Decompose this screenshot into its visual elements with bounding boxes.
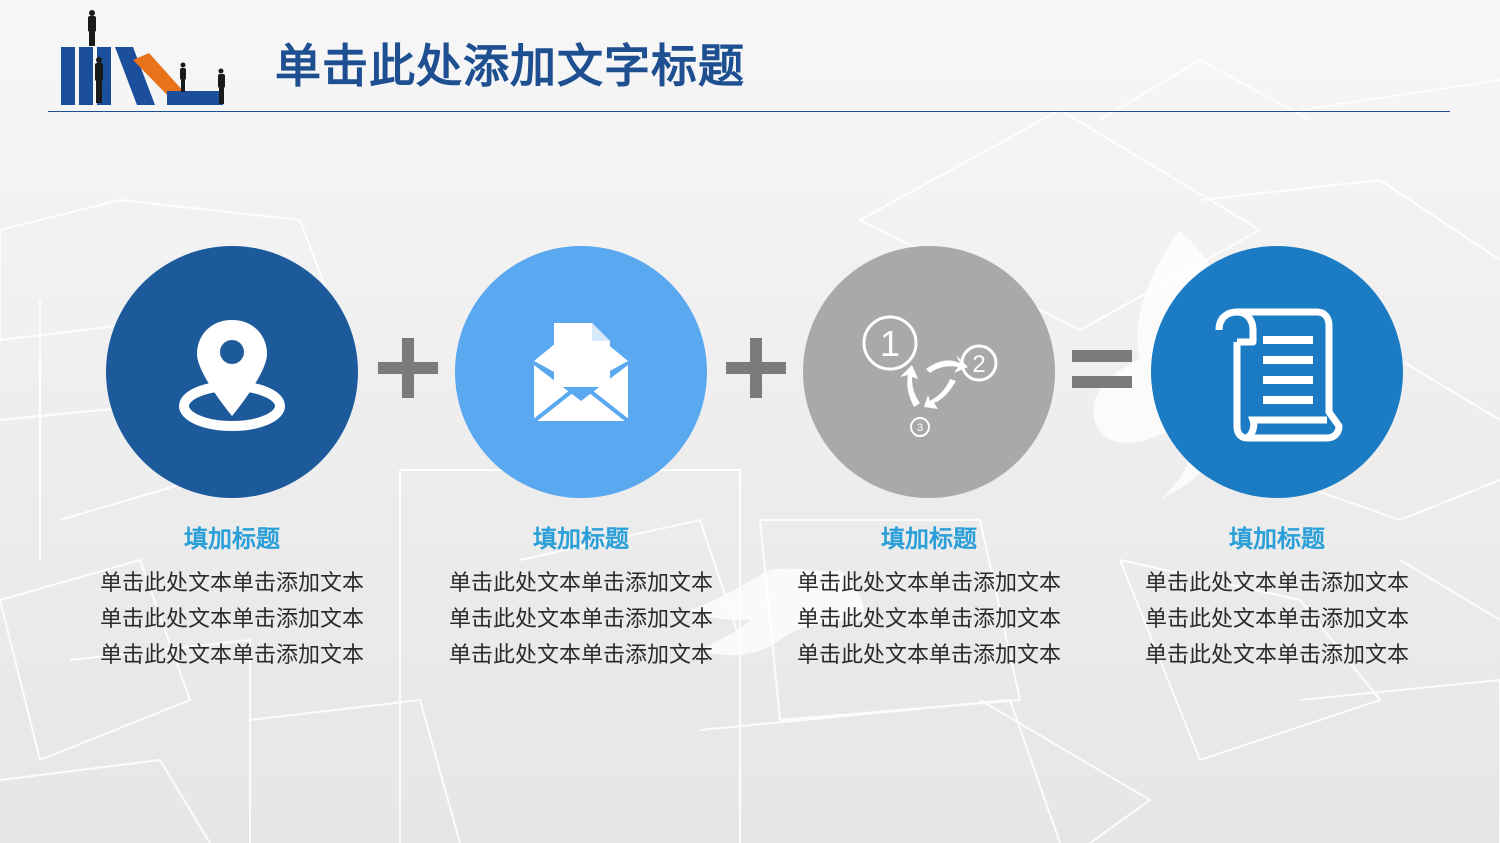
cycle-label-2: 2 [972, 351, 985, 378]
cycle-label-3: 3 [917, 422, 923, 434]
step-2-body[interactable]: 单击此处文本单击添加文本单击此处文本单击添加文本单击此处文本单击添加文本 [448, 571, 713, 668]
step-3-title[interactable]: 填加标题 [881, 525, 977, 553]
step-2-circle [455, 246, 707, 498]
step-2-title[interactable]: 填加标题 [533, 525, 629, 553]
step-1-circle [106, 246, 358, 498]
step-3: 1 2 3 填加标题 单击此处文本单击添加文本单击此处文本单击添加文本单击此处文… [797, 246, 1061, 674]
title-divider [48, 111, 1450, 112]
step-2: 填加标题 单击此处文本单击添加文本单击此处文本单击添加文本单击此处文本单击添加文… [449, 246, 713, 674]
plus-icon [726, 338, 786, 398]
step-1-title[interactable]: 填加标题 [184, 525, 280, 553]
step-4-circle [1151, 246, 1403, 498]
step-4-body[interactable]: 单击此处文本单击添加文本单击此处文本单击添加文本单击此处文本单击添加文本 [1144, 571, 1409, 668]
plus-icon [378, 338, 438, 398]
envelope-icon [532, 323, 630, 423]
logo-graphic [61, 10, 225, 105]
step-1-body[interactable]: 单击此处文本单击添加文本单击此处文本单击添加文本单击此处文本单击添加文本 [99, 571, 364, 668]
equals-icon [1072, 350, 1132, 388]
map-pin-icon [179, 320, 285, 431]
step-4: 填加标题 单击此处文本单击添加文本单击此处文本单击添加文本单击此处文本单击添加文… [1145, 246, 1409, 674]
cycle-label-1: 1 [880, 323, 900, 364]
slide-title[interactable]: 单击此处添加文字标题 [275, 39, 745, 93]
cycle-arrows-icon: 1 2 3 [862, 315, 998, 437]
step-1: 填加标题 单击此处文本单击添加文本单击此处文本单击添加文本单击此处文本单击添加文… [100, 246, 364, 674]
step-4-title[interactable]: 填加标题 [1229, 525, 1325, 553]
step-3-circle: 1 2 3 [803, 246, 1055, 498]
step-3-body[interactable]: 单击此处文本单击添加文本单击此处文本单击添加文本单击此处文本单击添加文本 [796, 571, 1061, 668]
scroll-document-icon [1215, 308, 1343, 442]
